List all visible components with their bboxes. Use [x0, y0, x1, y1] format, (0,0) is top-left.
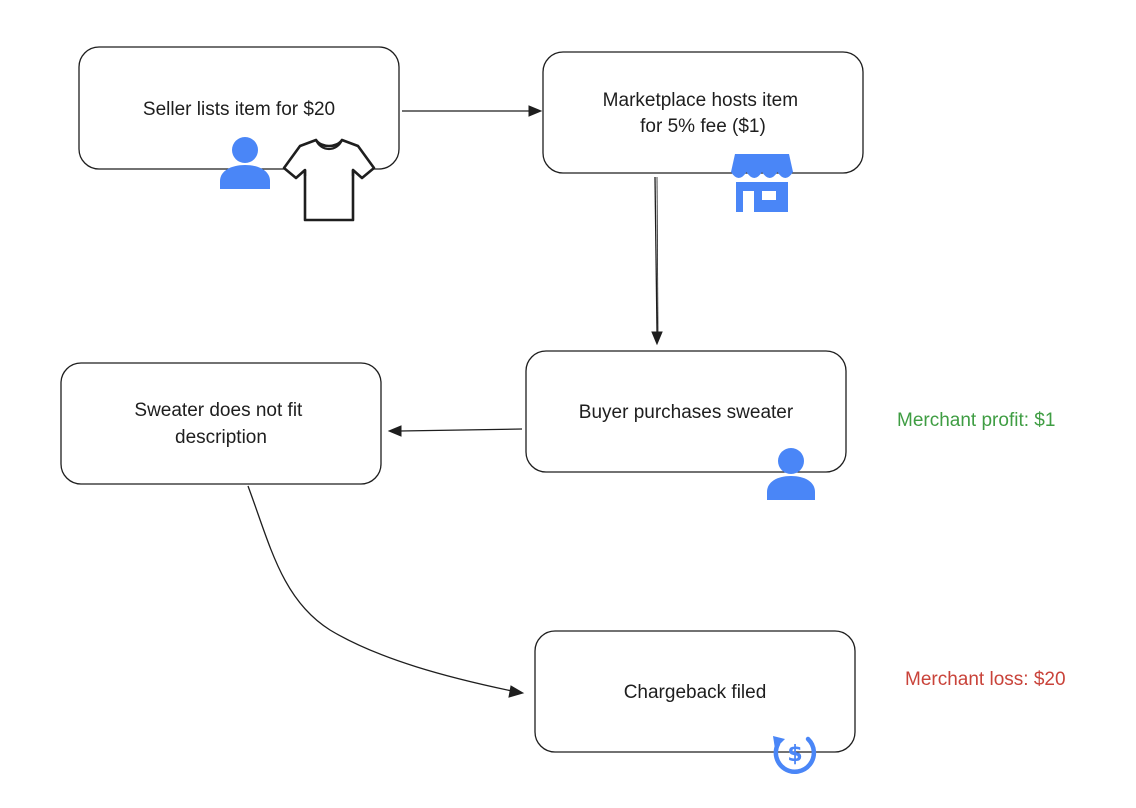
storefront-icon [731, 154, 793, 212]
node-marketplace-hosts-line-2: for 5% fee ($1) [640, 116, 766, 137]
node-sweater-mismatch[interactable]: Sweater does not fit description [60, 362, 382, 485]
svg-text:$: $ [787, 742, 802, 767]
node-seller-lists[interactable]: Seller lists item for $20 [78, 46, 400, 170]
connectors [247, 105, 663, 698]
node-marketplace-hosts[interactable]: Marketplace hosts item for 5% fee ($1) [542, 51, 864, 174]
svg-text:Sweater does not fit des: Sweater does not fit description [134, 400, 307, 448]
store-awning-icon [731, 154, 793, 172]
svg-text:Seller lists item for $20: Seller lists item for $20 [143, 99, 335, 120]
person-head-icon [778, 448, 804, 474]
svg-text:Buyer purchases sweater: Buyer purchases sweater [579, 402, 794, 423]
person-body-icon [767, 476, 815, 500]
refund-dollar-icon: $ [773, 736, 817, 774]
node-buyer-purchases[interactable]: Buyer purchases sweater [525, 350, 847, 473]
person-body-icon [220, 165, 270, 189]
arrow-buyer-to-sweater [387, 425, 523, 437]
merchant-loss-note: Merchant loss: $20 [905, 669, 1066, 690]
store-door-icon [743, 191, 754, 212]
node-buyer-purchases-line-1: Buyer purchases sweater [579, 402, 794, 423]
person-head-icon [232, 137, 258, 163]
buyer-person-icon [767, 448, 815, 500]
svg-text:Marketplace hosts item f: Marketplace hosts item for 5% fee ($1) [603, 90, 804, 137]
node-chargeback-line-1: Chargeback filed [624, 682, 767, 703]
seller-person-icon [220, 137, 270, 189]
node-seller-lists-line-1: Seller lists item for $20 [143, 99, 335, 120]
store-window-icon [762, 191, 776, 200]
t-shirt-icon [282, 138, 376, 222]
arrow-marketplace-to-buyer [651, 176, 663, 346]
svg-text:Chargeback filed: Chargeback filed [624, 682, 767, 703]
arrow-sweater-to-chargeback [247, 485, 525, 698]
node-chargeback[interactable]: Chargeback filed [534, 630, 856, 753]
node-sweater-mismatch-line-2: description [175, 427, 267, 448]
node-marketplace-hosts-line-1: Marketplace hosts item [603, 90, 798, 111]
node-sweater-mismatch-line-1: Sweater does not fit [134, 400, 303, 421]
merchant-profit-note: Merchant profit: $1 [897, 410, 1055, 431]
arrow-seller-to-marketplace [402, 105, 543, 117]
